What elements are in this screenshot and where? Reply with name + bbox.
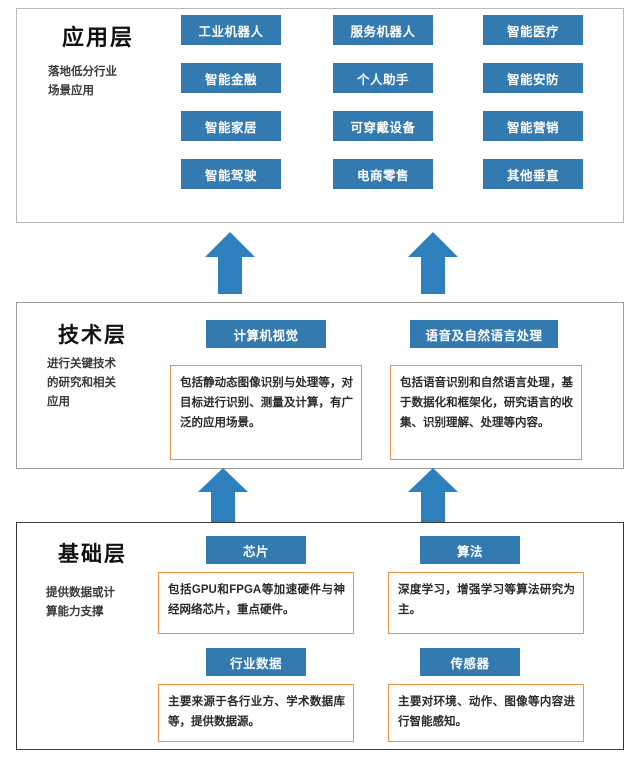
base-chip-chip[interactable]: 芯片: [206, 536, 306, 564]
base-note-chip: 包括GPU和FPGA等加速硬件与神经网络芯片，重点硬件。: [158, 572, 354, 634]
app-chip-ecommerce-retail[interactable]: 电商零售: [333, 159, 433, 189]
app-chip-autonomous-driving[interactable]: 智能驾驶: [181, 159, 281, 189]
foundation-layer-title: 基础层: [58, 543, 127, 566]
application-layer-subtitle: 落地低分行业 场景应用: [48, 66, 117, 97]
technology-layer-title: 技术层: [58, 324, 127, 347]
base-note-industry-data: 主要来源于各行业方、学术数据库等，提供数据源。: [158, 684, 354, 742]
arrow-base-to-tech-right: [408, 468, 458, 522]
base-chip-algorithm[interactable]: 算法: [420, 536, 520, 564]
app-chip-industrial-robot[interactable]: 工业机器人: [181, 15, 281, 45]
technology-layer-subtitle: 进行关键技术 的研究和相关 应用: [47, 358, 116, 408]
base-note-algorithm: 深度学习，增强学习等算法研究为主。: [388, 572, 584, 634]
base-chip-industry-data[interactable]: 行业数据: [206, 648, 306, 676]
arrow-tech-to-app-right: [408, 232, 458, 294]
tech-chip-speech-nlp[interactable]: 语音及自然语言处理: [410, 320, 558, 348]
app-chip-smart-security[interactable]: 智能安防: [483, 63, 583, 93]
app-chip-smart-marketing[interactable]: 智能营销: [483, 111, 583, 141]
app-chip-smart-home[interactable]: 智能家居: [181, 111, 281, 141]
app-chip-smart-finance[interactable]: 智能金融: [181, 63, 281, 93]
base-note-sensor: 主要对环境、动作、图像等内容进行智能感知。: [388, 684, 584, 742]
app-chip-wearable-device[interactable]: 可穿戴设备: [333, 111, 433, 141]
tech-chip-computer-vision[interactable]: 计算机视觉: [206, 320, 326, 348]
application-layer-title: 应用层: [62, 25, 135, 50]
app-chip-personal-assistant[interactable]: 个人助手: [333, 63, 433, 93]
tech-note-speech-nlp: 包括语音识别和自然语言处理，基于数据化和框架化，研究语言的收集、识别理解、处理等…: [390, 365, 582, 460]
foundation-layer-subtitle: 提供数据或计 算能力支撑: [46, 587, 115, 618]
app-chip-service-robot[interactable]: 服务机器人: [333, 15, 433, 45]
app-chip-other-vertical[interactable]: 其他垂直: [483, 159, 583, 189]
base-chip-sensor[interactable]: 传感器: [420, 648, 520, 676]
tech-note-computer-vision: 包括静动态图像识别与处理等，对目标进行识别、测量及计算，有广泛的应用场景。: [170, 365, 362, 460]
arrow-base-to-tech-left: [198, 468, 248, 522]
app-chip-smart-healthcare[interactable]: 智能医疗: [483, 15, 583, 45]
arrow-tech-to-app-left: [205, 232, 255, 294]
